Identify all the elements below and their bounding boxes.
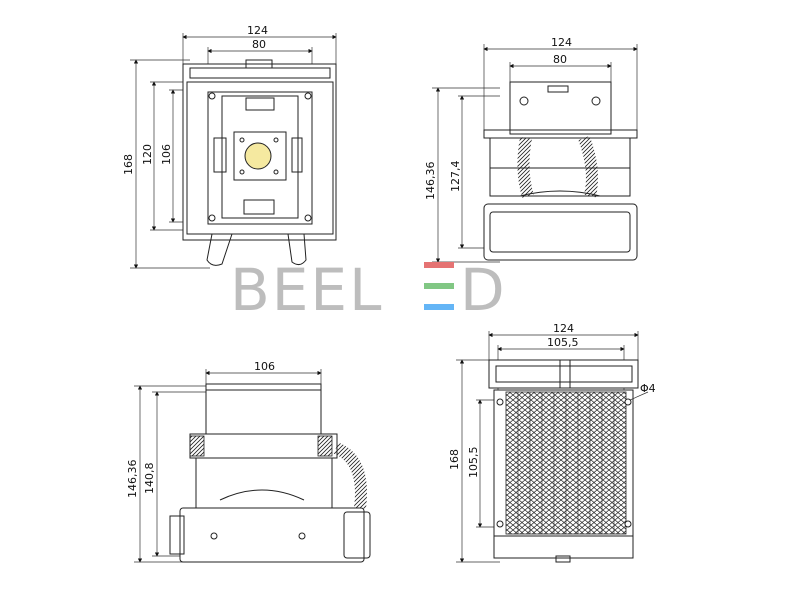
side-height-outer-label: 146,36 (424, 162, 437, 201)
br-width-inner-label: 105,5 (547, 336, 579, 349)
br-height-inner-label: 105,5 (467, 447, 480, 479)
watermark-text-a: BEEL (230, 256, 383, 324)
bl-height-outer-label: 146,36 (126, 460, 139, 499)
bl-height-inner-label: 140,8 (143, 463, 156, 495)
watermark-e-logo (424, 262, 454, 310)
bl-width-label: 106 (254, 360, 275, 373)
side-width-inner-label: 80 (553, 53, 567, 66)
side-width-outer-label: 124 (551, 36, 572, 49)
front-height-mid-label: 120 (141, 144, 154, 165)
bottom-left-view: 106 146,36 140,8 (126, 360, 371, 563)
br-height-outer-label: 168 (448, 449, 461, 470)
front-width-inner-label: 80 (252, 38, 266, 51)
front-width-outer-label: 124 (247, 24, 268, 37)
front-height-outer-label: 168 (122, 154, 135, 175)
watermark-text-c: D (460, 256, 507, 324)
side-view: 124 80 146,36 127,4 (424, 36, 638, 263)
front-height-inner-label: 106 (160, 144, 173, 165)
br-hole-label: Φ4 (640, 382, 656, 395)
br-width-outer-label: 124 (553, 322, 574, 335)
brand-watermark: BEEL D (230, 256, 507, 324)
front-view: 124 80 168 120 106 (122, 24, 337, 269)
side-height-inner-label: 127,4 (449, 161, 462, 193)
bottom-right-view: 124 105,5 168 105,5 (448, 322, 656, 563)
